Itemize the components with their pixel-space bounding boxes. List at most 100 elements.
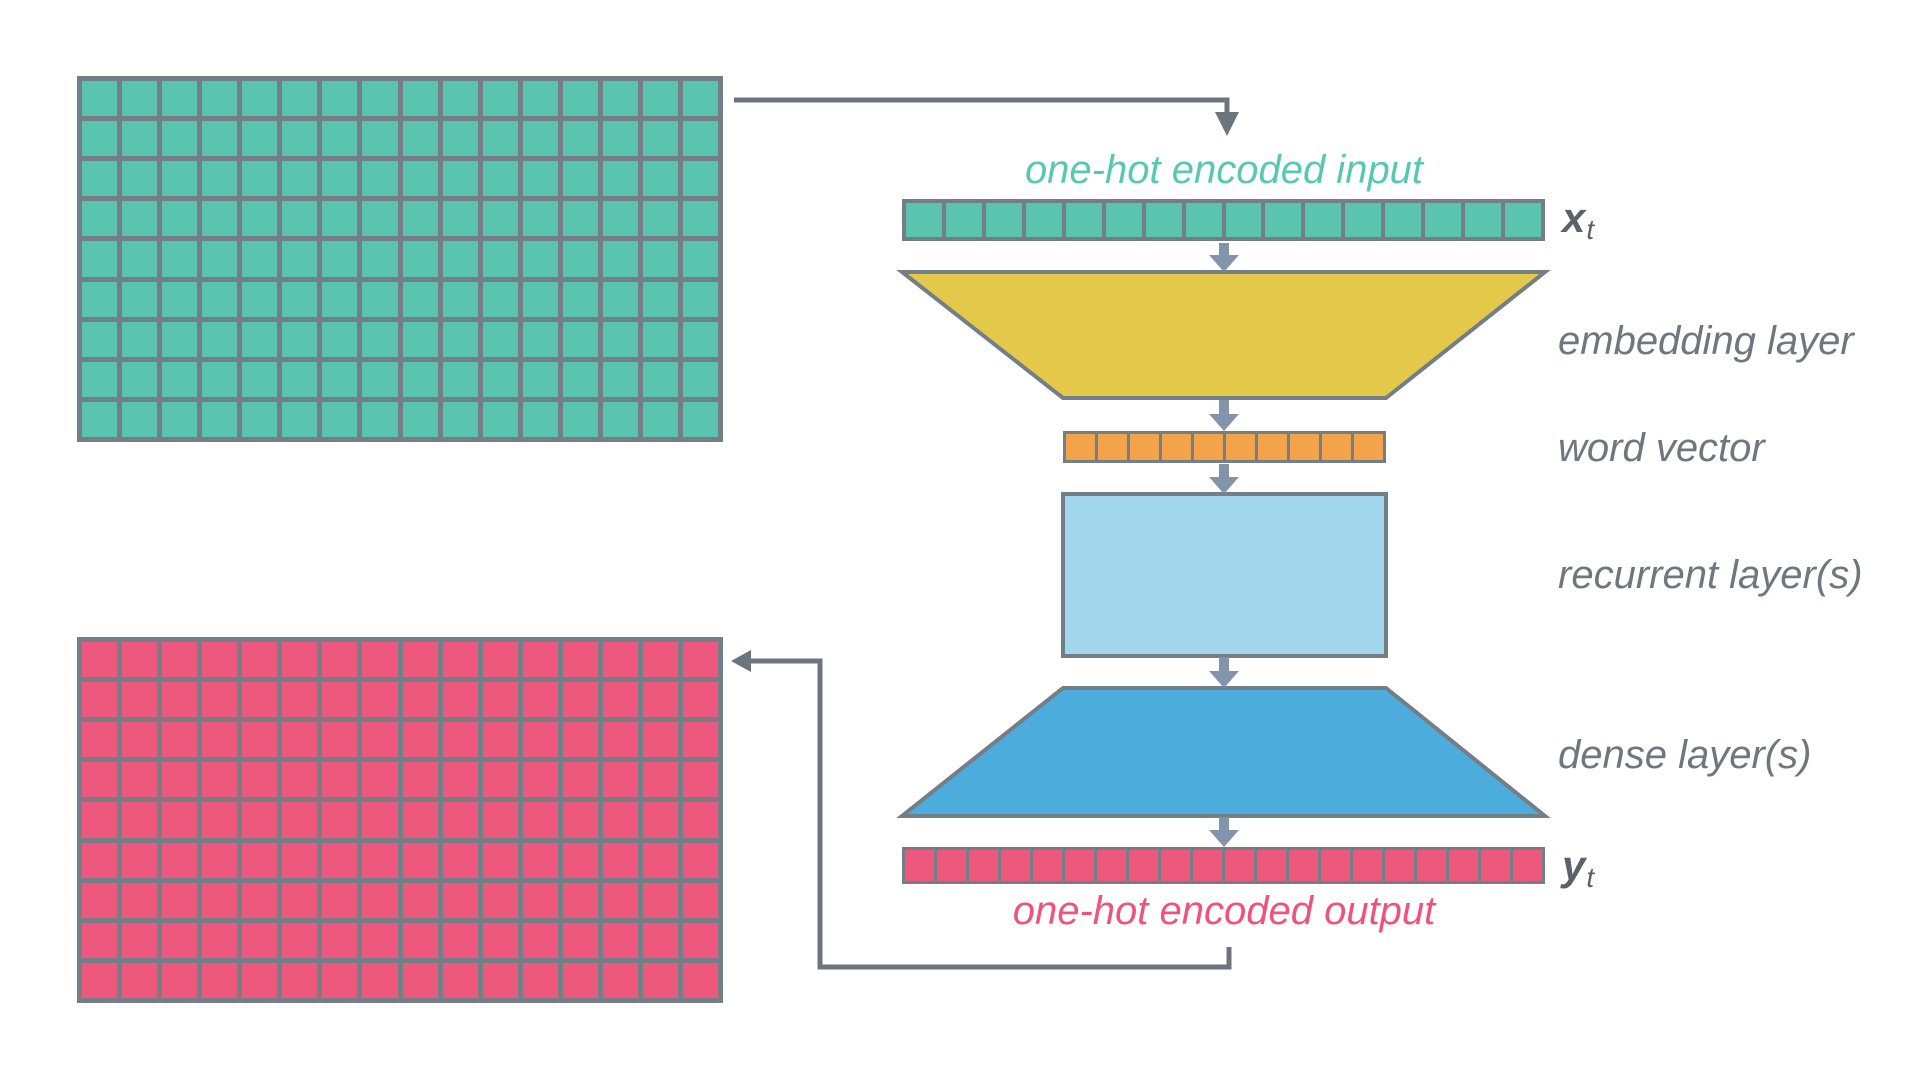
cell: [82, 842, 118, 878]
cell: [402, 281, 438, 317]
cell: [1345, 203, 1382, 237]
cell: [402, 882, 438, 918]
cell: [202, 81, 238, 117]
cell: [482, 882, 518, 918]
cell: [442, 882, 478, 918]
embedding-label: embedding layer: [1558, 319, 1854, 363]
cell: [282, 401, 318, 437]
cell: [162, 81, 198, 117]
cell: [82, 962, 118, 998]
cell: [1065, 850, 1094, 881]
cell: [682, 802, 718, 838]
input-connector-arrow: [734, 97, 1239, 136]
cell: [242, 401, 278, 437]
cell: [282, 241, 318, 277]
cell: [162, 642, 198, 678]
cell: [562, 642, 598, 678]
cell: [522, 682, 558, 718]
cell: [522, 81, 558, 117]
cell: [642, 401, 678, 437]
yt-label-subscript: t: [1586, 862, 1595, 893]
cell: [442, 682, 478, 718]
cell: [162, 722, 198, 758]
cell: [602, 922, 638, 958]
cell: [242, 642, 278, 678]
cell: [1161, 850, 1190, 881]
output-vector-bar: [902, 847, 1545, 884]
cell: [482, 281, 518, 317]
cell: [282, 161, 318, 197]
cell: [682, 642, 718, 678]
xt-label-subscript: t: [1586, 214, 1595, 245]
cell: [642, 642, 678, 678]
cell: [482, 401, 518, 437]
cell: [122, 962, 158, 998]
cell: [82, 401, 118, 437]
cell: [322, 401, 358, 437]
cell: [322, 201, 358, 237]
embedding-layer-trapezoid: [896, 270, 1551, 400]
cell: [362, 81, 398, 117]
cell: [242, 682, 278, 718]
cell: [482, 81, 518, 117]
cell: [482, 722, 518, 758]
cell: [682, 121, 718, 157]
cell: [82, 642, 118, 678]
cell: [362, 962, 398, 998]
cell: [562, 361, 598, 397]
cell: [602, 682, 638, 718]
cell: [562, 161, 598, 197]
cell: [162, 401, 198, 437]
arrow-embedding-to-wordvector: [1209, 400, 1239, 431]
cell: [122, 361, 158, 397]
cell: [242, 201, 278, 237]
cell: [82, 201, 118, 237]
cell: [1425, 203, 1462, 237]
cell: [322, 81, 358, 117]
cell: [242, 882, 278, 918]
cell: [202, 321, 238, 357]
cell: [602, 201, 638, 237]
cell: [322, 361, 358, 397]
cell: [122, 682, 158, 718]
cell: [162, 201, 198, 237]
cell: [482, 642, 518, 678]
cell: [682, 241, 718, 277]
cell: [122, 121, 158, 157]
cell: [682, 962, 718, 998]
cell: [322, 161, 358, 197]
cell: [242, 802, 278, 838]
cell: [242, 722, 278, 758]
cell: [242, 81, 278, 117]
cell: [602, 962, 638, 998]
cell: [322, 321, 358, 357]
cell: [162, 842, 198, 878]
cell: [402, 762, 438, 798]
cell: [1417, 850, 1446, 881]
cell: [402, 842, 438, 878]
cell: [1065, 203, 1102, 237]
cell: [442, 922, 478, 958]
cell: [282, 201, 318, 237]
cell: [442, 762, 478, 798]
cell: [282, 802, 318, 838]
cell: [1025, 203, 1062, 237]
cell: [82, 161, 118, 197]
cell: [682, 201, 718, 237]
cell: [522, 722, 558, 758]
cell: [682, 762, 718, 798]
cell: [442, 722, 478, 758]
cell: [202, 722, 238, 758]
cell: [642, 121, 678, 157]
cell: [402, 802, 438, 838]
arrow-input-to-embedding: [1209, 243, 1239, 272]
cell: [362, 161, 398, 197]
cell: [482, 161, 518, 197]
cell: [1289, 850, 1318, 881]
cell: [442, 642, 478, 678]
cell: [402, 321, 438, 357]
cell: [242, 161, 278, 197]
output-one-hot-matrix: [77, 637, 723, 1003]
cell: [602, 802, 638, 838]
cell: [1225, 203, 1262, 237]
